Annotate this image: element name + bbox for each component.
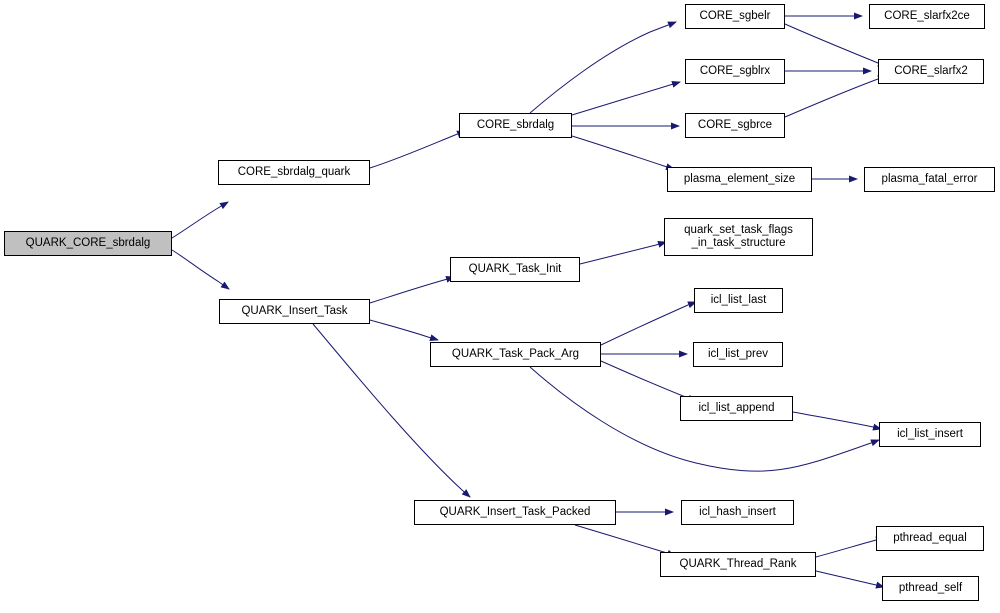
graph-node-quark_thread_rank[interactable]: QUARK_Thread_Rank (660, 552, 816, 577)
edge-quark_core_sbrdalg-to-quark_insert_task (171, 249, 230, 290)
graph-node-icl_list_prev[interactable]: icl_list_prev (693, 342, 783, 367)
edge-core_sgbelr-to-core_slarfx2 (784, 23, 887, 67)
edge-icl_list_append-to-icl_list_insert (792, 411, 882, 431)
graph-node-core_slarfx2ce[interactable]: CORE_slarfx2ce (869, 4, 985, 29)
edge-quark_insert_task-to-quark_task_pack_arg (369, 319, 439, 342)
graph-node-icl_hash_insert[interactable]: icl_hash_insert (681, 500, 794, 525)
graph-node-quark_task_init[interactable]: QUARK_Task_Init (450, 257, 580, 282)
edge-quark_task_pack_arg-to-icl_list_append (600, 360, 697, 402)
graph-node-pthread_self[interactable]: pthread_self (882, 576, 979, 601)
edge-core_sbrdalg-to-plasma_element_size (571, 135, 675, 171)
graph-node-core_slarfx2[interactable]: CORE_slarfx2 (878, 59, 984, 84)
edge-quark_core_sbrdalg-to-core_sbrdalg_quark (171, 201, 229, 239)
edge-quark_insert_task-to-quark_task_init (369, 275, 455, 304)
edge-core_sbrdalg-to-core_sgblrx (571, 80, 681, 116)
edge-core_sgbrce-to-core_slarfx2 (784, 75, 887, 118)
graph-node-quark_insert_task_packed[interactable]: QUARK_Insert_Task_Packed (414, 500, 616, 525)
graph-node-icl_list_append[interactable]: icl_list_append (680, 396, 793, 421)
graph-node-icl_list_last[interactable]: icl_list_last (694, 288, 783, 313)
graph-node-core_sgbrce[interactable]: CORE_sgbrce (685, 113, 785, 138)
graph-node-quark_task_pack_arg[interactable]: QUARK_Task_Pack_Arg (430, 342, 601, 367)
graph-node-quark_insert_task[interactable]: QUARK_Insert_Task (219, 299, 370, 324)
edge-core_sbrdalg-to-core_sgbelr (529, 21, 677, 114)
edge-quark_thread_rank-to-pthread_equal (815, 536, 885, 558)
graph-node-plasma_element_size[interactable]: plasma_element_size (667, 167, 812, 192)
graph-node-plasma_fatal_error[interactable]: plasma_fatal_error (864, 167, 995, 192)
edge-core_sbrdalg_quark-to-core_sbrdalg (369, 130, 466, 169)
graph-node-icl_list_insert[interactable]: icl_list_insert (879, 422, 981, 447)
graph-node-quark_set_task_flags[interactable]: quark_set_task_flags _in_task_structure (664, 218, 813, 256)
edge-quark_task_pack_arg-to-icl_list_last (600, 301, 697, 346)
graph-node-core_sbrdalg_quark[interactable]: CORE_sbrdalg_quark (218, 160, 370, 185)
graph-node-core_sbrdalg[interactable]: CORE_sbrdalg (459, 113, 572, 138)
edge-quark_thread_rank-to-pthread_self (815, 570, 885, 589)
graph-node-core_sgbelr[interactable]: CORE_sgbelr (685, 4, 785, 29)
edge-quark_task_init-to-quark_set_task_flags (579, 240, 667, 265)
graph-node-quark_core_sbrdalg[interactable]: QUARK_CORE_sbrdalg (4, 231, 172, 256)
graph-node-core_sgblrx[interactable]: CORE_sgblrx (685, 59, 785, 84)
graph-node-pthread_equal[interactable]: pthread_equal (876, 526, 984, 551)
